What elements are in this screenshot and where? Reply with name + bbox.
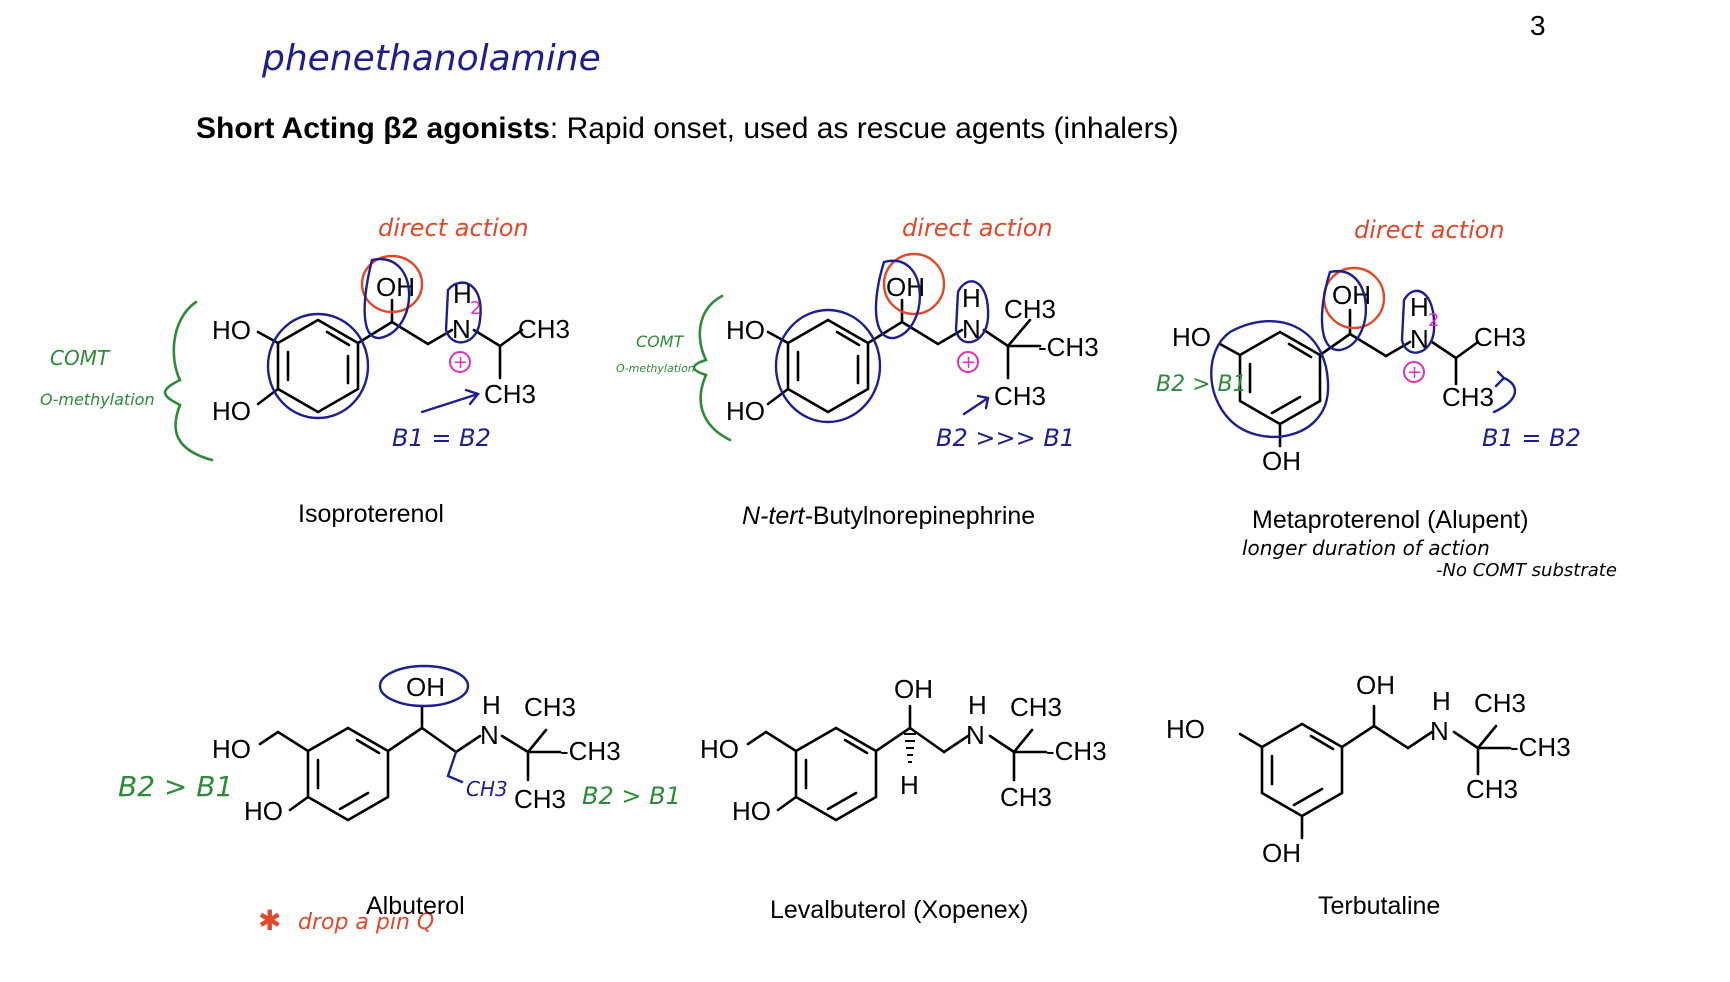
svg-text:H: H bbox=[962, 283, 981, 313]
svg-text:2: 2 bbox=[1428, 310, 1439, 331]
svg-text:CH3: CH3 bbox=[1474, 322, 1526, 352]
b2-gt-b1-annotation: B2 > B1 bbox=[582, 782, 681, 810]
svg-text:CH3: CH3 bbox=[1466, 774, 1518, 804]
compound-name-n-tert-butylnorepinephrine: N-tert-Butylnorepinephrine bbox=[742, 502, 1036, 530]
svg-text:OH: OH bbox=[894, 674, 933, 704]
levalbuterol-structure: HO HO OH H H N CH3 -CH3 CH3 bbox=[700, 674, 1107, 826]
svg-text:HO: HO bbox=[1172, 322, 1211, 352]
atom-n: N bbox=[452, 314, 471, 344]
atom-ho: HO bbox=[212, 396, 251, 426]
o-methylation-annotation: O-methylation bbox=[616, 362, 695, 375]
oh-circle-annotation bbox=[360, 254, 424, 314]
svg-text:N: N bbox=[1410, 324, 1429, 354]
albuterol-ch3-annotation: CH3 bbox=[466, 777, 508, 801]
svg-text:N: N bbox=[966, 720, 985, 750]
svg-text:+: + bbox=[453, 352, 468, 373]
svg-text:CH3: CH3 bbox=[514, 784, 566, 814]
direct-action-annotation: direct action bbox=[902, 214, 1053, 242]
b2-gt-b1-annotation: B2 > B1 bbox=[118, 770, 234, 803]
svg-text:H: H bbox=[482, 690, 501, 720]
n-tert-butylnorepinephrine-structure: HO HO OH H N CH3 -CH3 CH3 + bbox=[692, 252, 1099, 442]
atom-h: H bbox=[453, 279, 472, 309]
handwritten-phenethanolamine: phenethanolamine bbox=[262, 38, 601, 79]
longer-duration-annotation: longer duration of action bbox=[1242, 536, 1490, 560]
svg-text:HO: HO bbox=[244, 796, 283, 826]
svg-text:OH: OH bbox=[1356, 670, 1395, 700]
no-comt-annotation: -No COMT substrate bbox=[1436, 560, 1617, 581]
svg-text:-CH3: -CH3 bbox=[1510, 732, 1571, 762]
b1-eq-b2-annotation: B1 = B2 bbox=[1482, 424, 1581, 452]
svg-text:H: H bbox=[900, 770, 919, 800]
b1-eq-b2-annotation: B1 = B2 bbox=[392, 424, 491, 452]
compound-name-terbutaline: Terbutaline bbox=[1318, 892, 1441, 920]
svg-text:OH: OH bbox=[406, 672, 445, 702]
svg-text:HO: HO bbox=[732, 796, 771, 826]
svg-text:CH3: CH3 bbox=[524, 692, 576, 722]
svg-text:OH: OH bbox=[1262, 446, 1301, 476]
compound-name-levalbuterol: Levalbuterol (Xopenex) bbox=[770, 896, 1029, 924]
o-methylation-annotation: O-methylation bbox=[40, 390, 155, 409]
slide-heading: Short Acting β2 agonists: Rapid onset, u… bbox=[196, 112, 1179, 146]
direct-action-annotation: direct action bbox=[1354, 216, 1505, 244]
svg-text:CH3: CH3 bbox=[1010, 692, 1062, 722]
svg-text:HO: HO bbox=[726, 396, 765, 426]
comt-annotation: COMT bbox=[636, 332, 684, 351]
terbutaline-structure: HO OH OH H N CH3 -CH3 CH3 bbox=[1166, 670, 1571, 868]
atom-ho: HO bbox=[212, 315, 251, 345]
svg-text:CH3: CH3 bbox=[1004, 294, 1056, 324]
svg-text:-CH3: -CH3 bbox=[560, 736, 621, 766]
compound-name-albuterol: Albuterol bbox=[366, 892, 465, 920]
svg-text:CH3: CH3 bbox=[1000, 782, 1052, 812]
svg-text:-CH3: -CH3 bbox=[1038, 332, 1099, 362]
drop-pin-annotation: drop a pin Q bbox=[298, 910, 435, 935]
albuterol-structure: HO HO OH H N CH3 -CH3 CH3 CH3 bbox=[212, 664, 621, 826]
isoproterenol-structure: HO HO OH H N CH3 CH3 + 2 bbox=[163, 254, 570, 462]
comt-annotation: COMT bbox=[50, 346, 110, 370]
svg-text:HO: HO bbox=[212, 734, 251, 764]
direct-action-annotation: direct action bbox=[378, 214, 529, 242]
metaproterenol-structure: HO OH OH H N CH3 CH3 + 2 bbox=[1172, 266, 1526, 476]
svg-text:-CH3: -CH3 bbox=[1046, 736, 1107, 766]
svg-text:+: + bbox=[1407, 362, 1422, 383]
heading-bold: Short Acting β2 agonists bbox=[196, 112, 550, 145]
svg-text:HO: HO bbox=[1166, 714, 1205, 744]
b2-gg-b1-annotation: B2 >>> B1 bbox=[936, 424, 1076, 452]
svg-text:CH3: CH3 bbox=[994, 381, 1046, 411]
b2-gt-b1-annotation: B2 > B1 bbox=[1156, 372, 1247, 397]
atom-ch3: CH3 bbox=[518, 314, 570, 344]
svg-text:CH3: CH3 bbox=[1442, 382, 1494, 412]
ring-circle-annotation bbox=[266, 312, 370, 420]
svg-text:H: H bbox=[1432, 686, 1451, 716]
svg-text:H: H bbox=[1410, 292, 1429, 322]
arrow-annotation bbox=[420, 388, 481, 414]
svg-text:HO: HO bbox=[700, 734, 739, 764]
carbinol-circle-annotation bbox=[363, 257, 411, 340]
heading-rest: : Rapid onset, used as rescue agents (in… bbox=[549, 112, 1179, 145]
svg-text:HO: HO bbox=[726, 315, 765, 345]
svg-text:H: H bbox=[968, 690, 987, 720]
svg-text:N: N bbox=[1430, 716, 1449, 746]
svg-text:OH: OH bbox=[1262, 838, 1301, 868]
page-number: 3 bbox=[1530, 10, 1546, 41]
svg-text:CH3: CH3 bbox=[1474, 688, 1526, 718]
svg-text:N: N bbox=[962, 314, 981, 344]
amine-circle-annotation bbox=[444, 281, 482, 344]
star-annotation: ✱ bbox=[258, 904, 282, 937]
svg-text:2: 2 bbox=[470, 298, 481, 319]
atom-ch3: CH3 bbox=[484, 379, 536, 409]
svg-text:+: + bbox=[961, 352, 976, 373]
compound-name-metaproterenol: Metaproterenol (Alupent) bbox=[1252, 506, 1529, 534]
svg-text:N: N bbox=[480, 720, 499, 750]
compound-name-isoproterenol: Isoproterenol bbox=[298, 500, 444, 528]
comt-brace bbox=[163, 300, 214, 462]
